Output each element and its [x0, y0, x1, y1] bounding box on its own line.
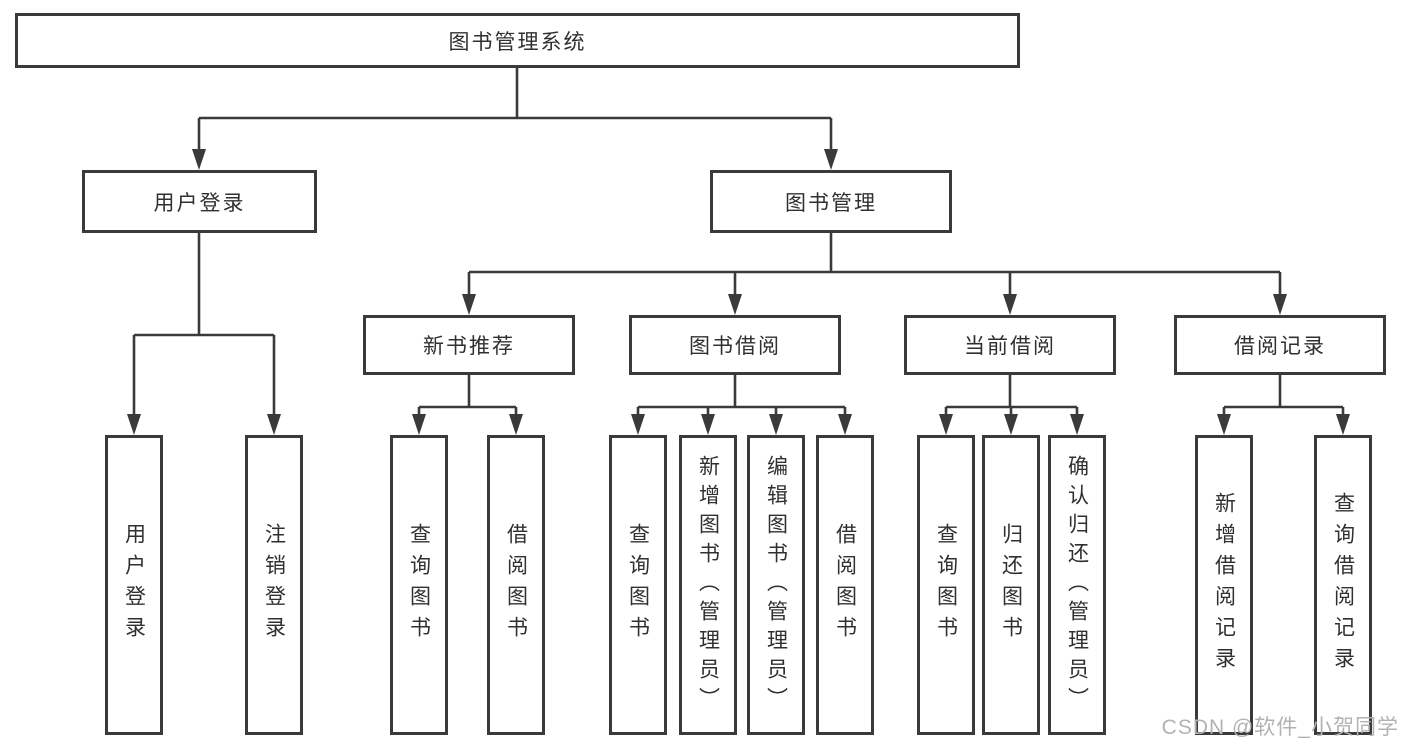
- leaf-logout: 注销登录: [245, 435, 303, 735]
- node-user-login: 用户登录: [82, 170, 317, 233]
- leaf-bb-edit-books-admin: 编辑图书（管理员）: [747, 435, 805, 735]
- node-root: 图书管理系统: [15, 13, 1020, 68]
- leaf-cb-return-books: 归还图书: [982, 435, 1040, 735]
- leaf-cb-query-books: 查询图书: [917, 435, 975, 735]
- leaf-br-query-record: 查询借阅记录: [1314, 435, 1372, 735]
- node-book-management: 图书管理: [710, 170, 952, 233]
- node-book-borrowing: 图书借阅: [629, 315, 841, 375]
- node-borrowing-records: 借阅记录: [1174, 315, 1386, 375]
- leaf-nbr-borrow-books: 借阅图书: [487, 435, 545, 735]
- watermark: CSDN @软件_小贺同学: [1161, 716, 1399, 739]
- leaf-bb-borrow-books: 借阅图书: [816, 435, 874, 735]
- leaf-bb-query-books: 查询图书: [609, 435, 667, 735]
- node-new-book-recommend: 新书推荐: [363, 315, 575, 375]
- node-current-borrowing: 当前借阅: [904, 315, 1116, 375]
- leaf-nbr-query-books: 查询图书: [390, 435, 448, 735]
- leaf-cb-confirm-return-admin: 确认归还（管理员）: [1048, 435, 1106, 735]
- leaf-bb-add-books-admin: 新增图书（管理员）: [679, 435, 737, 735]
- leaf-user-login: 用户登录: [105, 435, 163, 735]
- leaf-br-add-record: 新增借阅记录: [1195, 435, 1253, 735]
